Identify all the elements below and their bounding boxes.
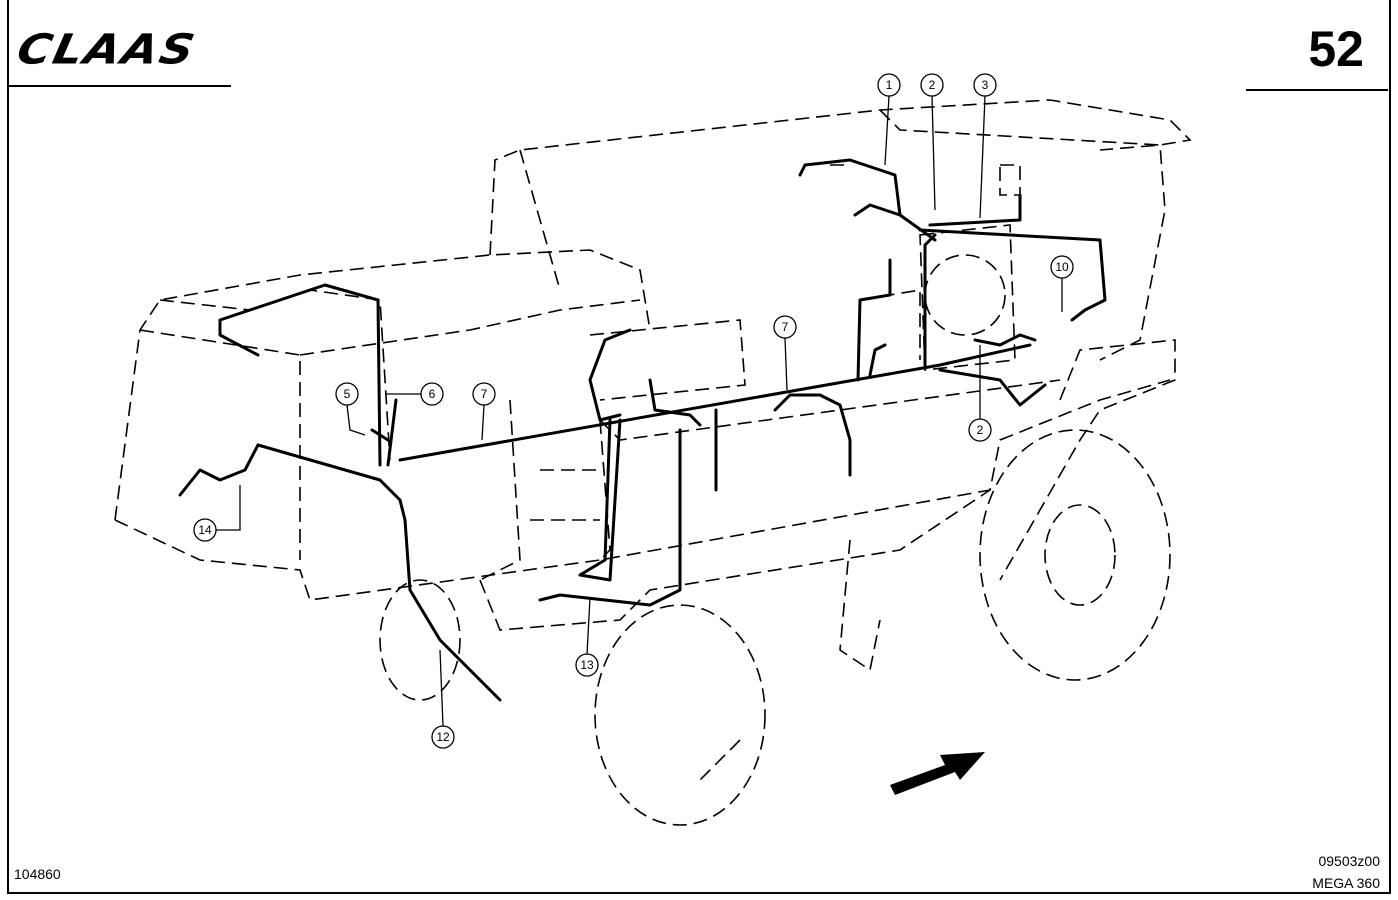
leader-line bbox=[931, 95, 936, 211]
callout-circle bbox=[431, 725, 455, 749]
callout-circle bbox=[335, 382, 359, 406]
logo-rule bbox=[7, 85, 231, 87]
callout-number: 7 bbox=[481, 387, 488, 401]
leader-line bbox=[481, 404, 485, 441]
callout-10: 10 bbox=[1050, 255, 1074, 312]
leader-line bbox=[346, 404, 366, 436]
callout-12: 12 bbox=[431, 649, 455, 749]
callout-2: 2 bbox=[968, 345, 992, 442]
callout-number: 12 bbox=[436, 730, 450, 744]
callout-circle bbox=[420, 382, 444, 406]
leader-line bbox=[439, 649, 444, 727]
callout-circle bbox=[773, 315, 797, 339]
callout-circle bbox=[472, 382, 496, 406]
leader-line bbox=[784, 337, 788, 391]
page-number-rule bbox=[1246, 89, 1388, 91]
callout-circle bbox=[1050, 255, 1074, 279]
callout-7: 7 bbox=[773, 315, 797, 391]
callout-5: 5 bbox=[335, 382, 366, 436]
page-number: 52 bbox=[1308, 21, 1364, 77]
callout-1: 1 bbox=[877, 73, 901, 166]
callout-13: 13 bbox=[575, 597, 599, 677]
model-name: MEGA 360 bbox=[1312, 875, 1380, 891]
drawing-reference: 09503z00 MEGA 360 bbox=[1312, 850, 1380, 894]
callout-number: 6 bbox=[429, 387, 436, 401]
callout-circle bbox=[973, 73, 997, 97]
combine-outline bbox=[114, 99, 1192, 826]
leader-line bbox=[216, 485, 241, 531]
callout-number: 14 bbox=[198, 523, 212, 537]
callout-circle bbox=[968, 418, 992, 442]
callout-14: 14 bbox=[193, 485, 241, 542]
callout-circle bbox=[920, 73, 944, 97]
callout-number: 1 bbox=[886, 78, 893, 92]
leader-line bbox=[884, 95, 890, 166]
direction-arrow bbox=[890, 752, 985, 795]
leader-line bbox=[979, 95, 986, 219]
callout-3: 3 bbox=[973, 73, 997, 219]
page-frame bbox=[7, 0, 1391, 894]
wiring-harness bbox=[178, 158, 1107, 702]
callout-circle bbox=[193, 518, 217, 542]
callout-number: 2 bbox=[929, 78, 936, 92]
callout-2: 2 bbox=[920, 73, 944, 211]
leader-line bbox=[586, 597, 591, 655]
callout-number: 13 bbox=[580, 658, 594, 672]
callout-number: 3 bbox=[982, 78, 989, 92]
drawing-code: 09503z00 bbox=[1318, 853, 1380, 869]
callout-number: 10 bbox=[1055, 260, 1069, 274]
figure-number: 104860 bbox=[14, 866, 61, 882]
callout-number: 7 bbox=[782, 320, 789, 334]
callout-number: 5 bbox=[344, 387, 351, 401]
callout-6: 6 bbox=[385, 382, 444, 406]
callout-7: 7 bbox=[472, 382, 496, 441]
callout-circle bbox=[575, 653, 599, 677]
callout-circle bbox=[877, 73, 901, 97]
callout-number: 2 bbox=[977, 423, 984, 437]
